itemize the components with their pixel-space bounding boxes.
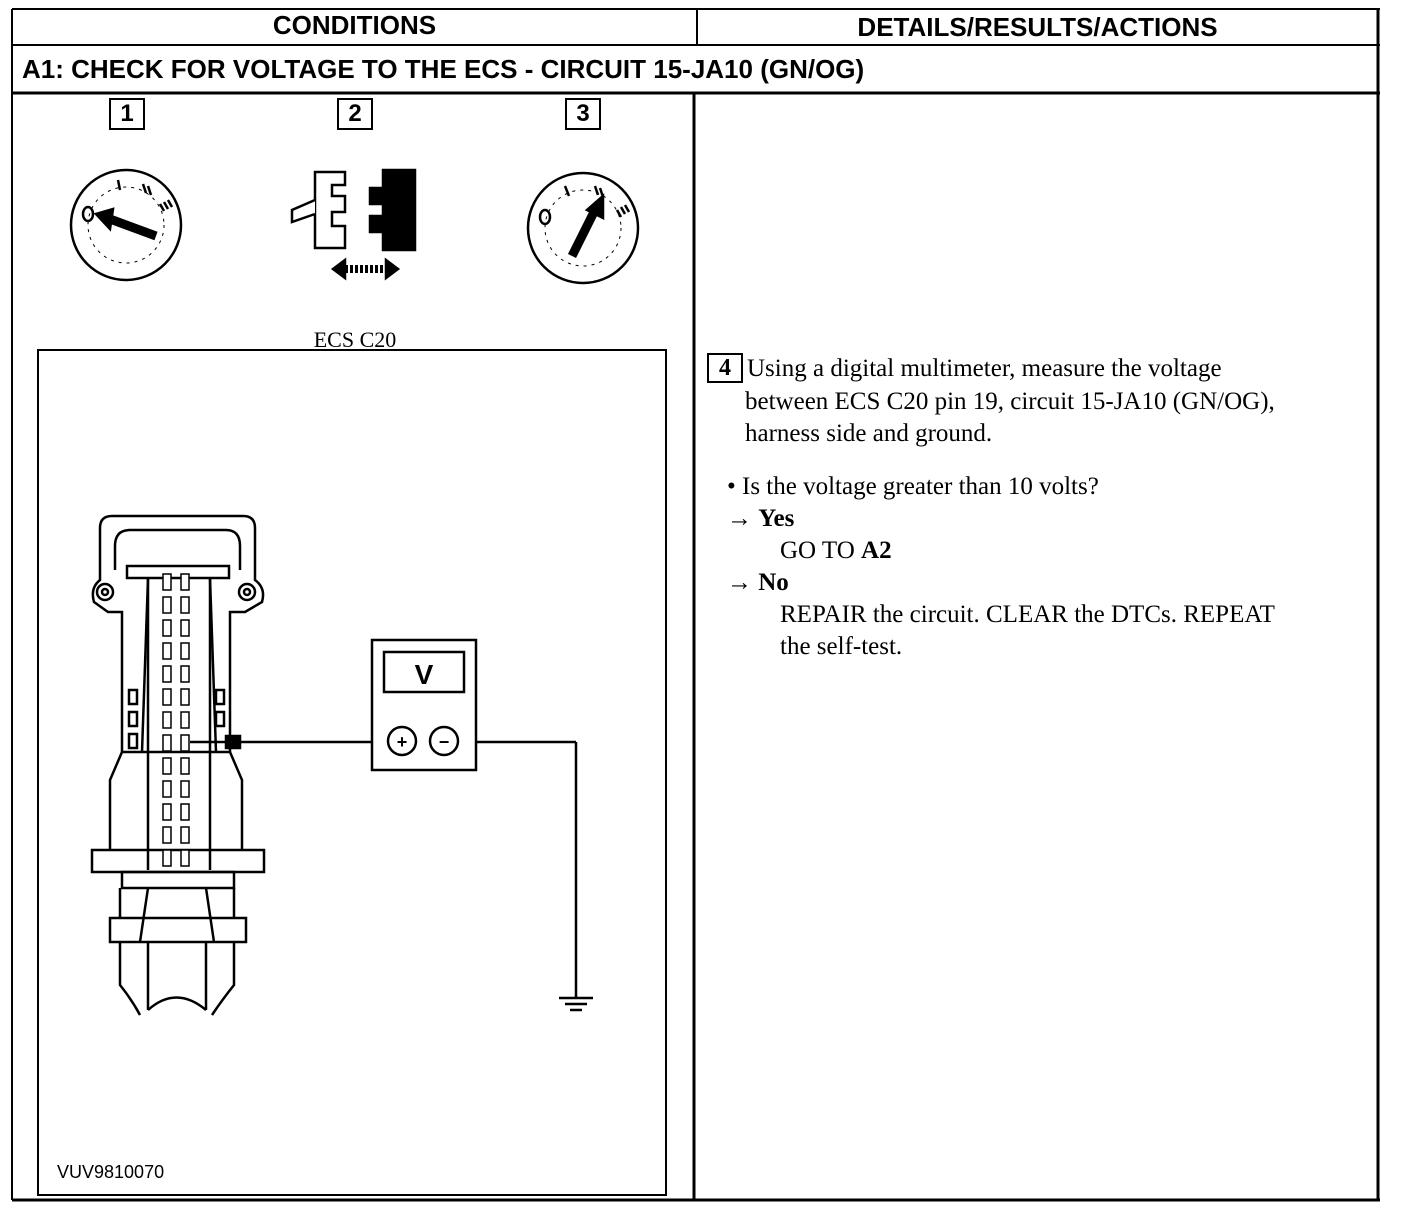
step-number-2: 2 <box>337 98 373 130</box>
instruction-line-2: between ECS C20 pin 19, circuit 15-JA10 … <box>745 388 1275 415</box>
pin-cavities <box>162 573 190 867</box>
question: • Is the voltage greater than 10 volts? <box>727 473 1099 500</box>
step-number-3: 3 <box>565 98 601 130</box>
yes-action: GO TO A2 <box>780 535 892 567</box>
yes-action-target: A2 <box>861 537 892 564</box>
meter-plus-label: + <box>397 732 408 752</box>
ignition-off-icon <box>69 168 183 282</box>
ignition-on-icon <box>526 171 640 285</box>
step-illustrations <box>69 168 640 285</box>
connector-label: ECS C20 <box>313 327 397 352</box>
no-label: No <box>758 569 789 596</box>
yes-result: → Yes <box>727 503 794 535</box>
meter-minus-terminal <box>428 725 460 757</box>
connector-diagram: V + − <box>90 514 593 1016</box>
instruction-line-1: Using a digital multimeter, measure the … <box>747 355 1222 382</box>
step-number-4: 4 <box>707 353 743 383</box>
figure-code: VUV9810070 <box>57 1162 165 1182</box>
meter-label: V <box>415 659 434 690</box>
no-arrow: → <box>727 569 752 596</box>
yes-action-prefix: GO TO <box>780 537 862 564</box>
conditions-header: CONDITIONS <box>272 10 437 40</box>
ground-icon <box>559 996 593 1012</box>
yes-arrow: → <box>727 505 752 532</box>
instruction-line-3: harness side and ground. <box>745 420 993 447</box>
disconnect-connector-icon <box>290 168 417 281</box>
meter-minus-label: − <box>439 732 450 752</box>
yes-label: Yes <box>758 505 795 532</box>
no-result: → No <box>727 567 789 599</box>
step-number-1: 1 <box>109 98 145 130</box>
details-header: DETAILS/RESULTS/ACTIONS <box>857 12 1218 42</box>
meter-plus-terminal <box>386 725 418 757</box>
no-action-line-1: REPAIR the circuit. CLEAR the DTCs. REPE… <box>780 601 1275 628</box>
test-title: A1: CHECK FOR VOLTAGE TO THE ECS - CIRCU… <box>22 54 865 84</box>
no-action-line-2: the self-test. <box>780 633 903 660</box>
multimeter <box>370 638 478 772</box>
test-leads <box>190 734 578 998</box>
